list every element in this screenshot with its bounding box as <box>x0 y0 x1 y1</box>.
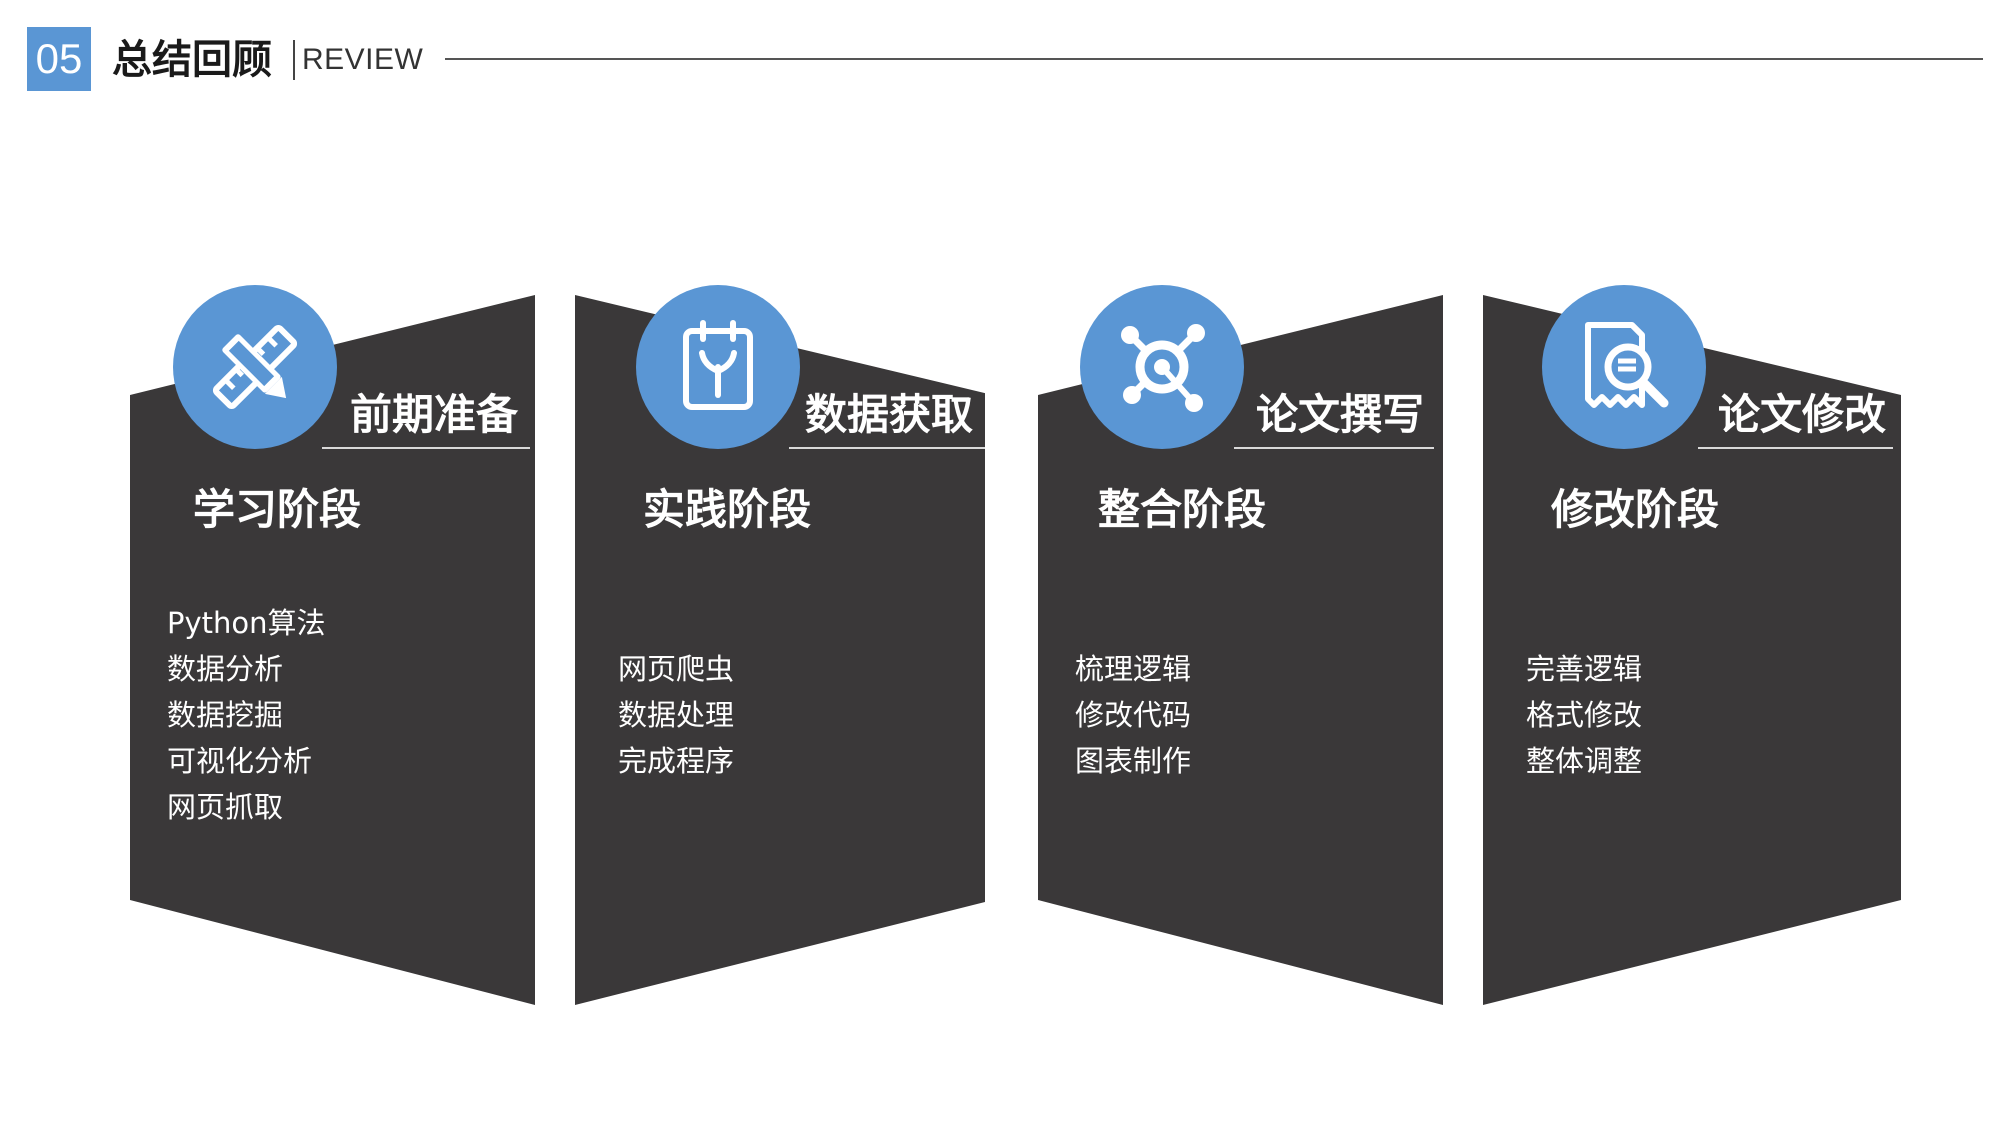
item-list: Python算法 数据分析 数据挖掘 可视化分析 网页抓取 <box>167 600 326 830</box>
list-item: 梳理逻辑 <box>1075 652 1192 686</box>
icon-circle <box>1542 285 1706 449</box>
stage-card-3: 论文撰写 整合阶段 梳理逻辑 修改代码 图表制作 <box>1038 285 1448 1010</box>
card-label: 论文修改 <box>1718 390 1887 439</box>
list-item: 格式修改 <box>1526 698 1643 732</box>
stage-card-1: 前期准备 学习阶段 Python算法 数据分析 数据挖掘 可视化分析 网页抓取 <box>130 285 540 1010</box>
document-search-icon <box>1585 322 1669 408</box>
section-number: 05 <box>27 27 91 91</box>
list-item: 网页爬虫 <box>618 652 735 686</box>
list-item: 可视化分析 <box>167 744 313 778</box>
card-label: 论文撰写 <box>1256 390 1425 439</box>
item-list: 完善逻辑 格式修改 整体调整 <box>1526 646 1642 784</box>
page-subtitle: REVIEW <box>302 43 424 76</box>
notebook-sprout-icon <box>683 320 753 410</box>
label-underline <box>322 447 530 449</box>
item-list: 梳理逻辑 修改代码 图表制作 <box>1075 646 1191 784</box>
list-item: 网页抓取 <box>167 790 284 824</box>
item-list: 网页爬虫 数据处理 完成程序 <box>618 646 734 784</box>
card-shape <box>575 295 985 1005</box>
list-item: 图表制作 <box>1075 744 1192 778</box>
card-label: 前期准备 <box>350 390 519 439</box>
card-shape <box>130 295 535 1005</box>
icon-circle <box>1080 285 1244 449</box>
list-item: Python算法 <box>167 606 326 640</box>
stage-title: 修改阶段 <box>1551 485 1720 534</box>
list-item: 数据挖掘 <box>167 698 284 732</box>
label-underline <box>789 447 985 449</box>
stage-title: 整合阶段 <box>1098 485 1267 534</box>
card-shape <box>1038 295 1443 1005</box>
list-item: 修改代码 <box>1075 698 1192 732</box>
title-separator <box>293 40 295 80</box>
stage-card-2: 数据获取 实践阶段 网页爬虫 数据处理 完成程序 <box>575 285 985 1010</box>
stage-title: 实践阶段 <box>643 485 812 534</box>
stage-card-4: 论文修改 修改阶段 完善逻辑 格式修改 整体调整 <box>1483 285 1901 1010</box>
icon-circle <box>636 285 800 449</box>
list-item: 数据处理 <box>618 698 735 732</box>
label-underline <box>1234 447 1434 449</box>
icon-circle <box>173 285 337 449</box>
network-nodes-icon <box>1121 324 1205 412</box>
label-underline <box>1698 447 1893 449</box>
page-title: 总结回顾 <box>112 37 272 83</box>
list-item: 完善逻辑 <box>1526 652 1643 686</box>
card-label: 数据获取 <box>805 390 974 439</box>
list-item: 数据分析 <box>167 652 284 686</box>
list-item: 整体调整 <box>1526 744 1643 778</box>
header-rule <box>445 58 1983 60</box>
card-shape <box>1483 295 1901 1005</box>
pencil-ruler-icon <box>212 324 298 410</box>
stage-title: 学习阶段 <box>193 485 362 534</box>
list-item: 完成程序 <box>618 744 735 778</box>
